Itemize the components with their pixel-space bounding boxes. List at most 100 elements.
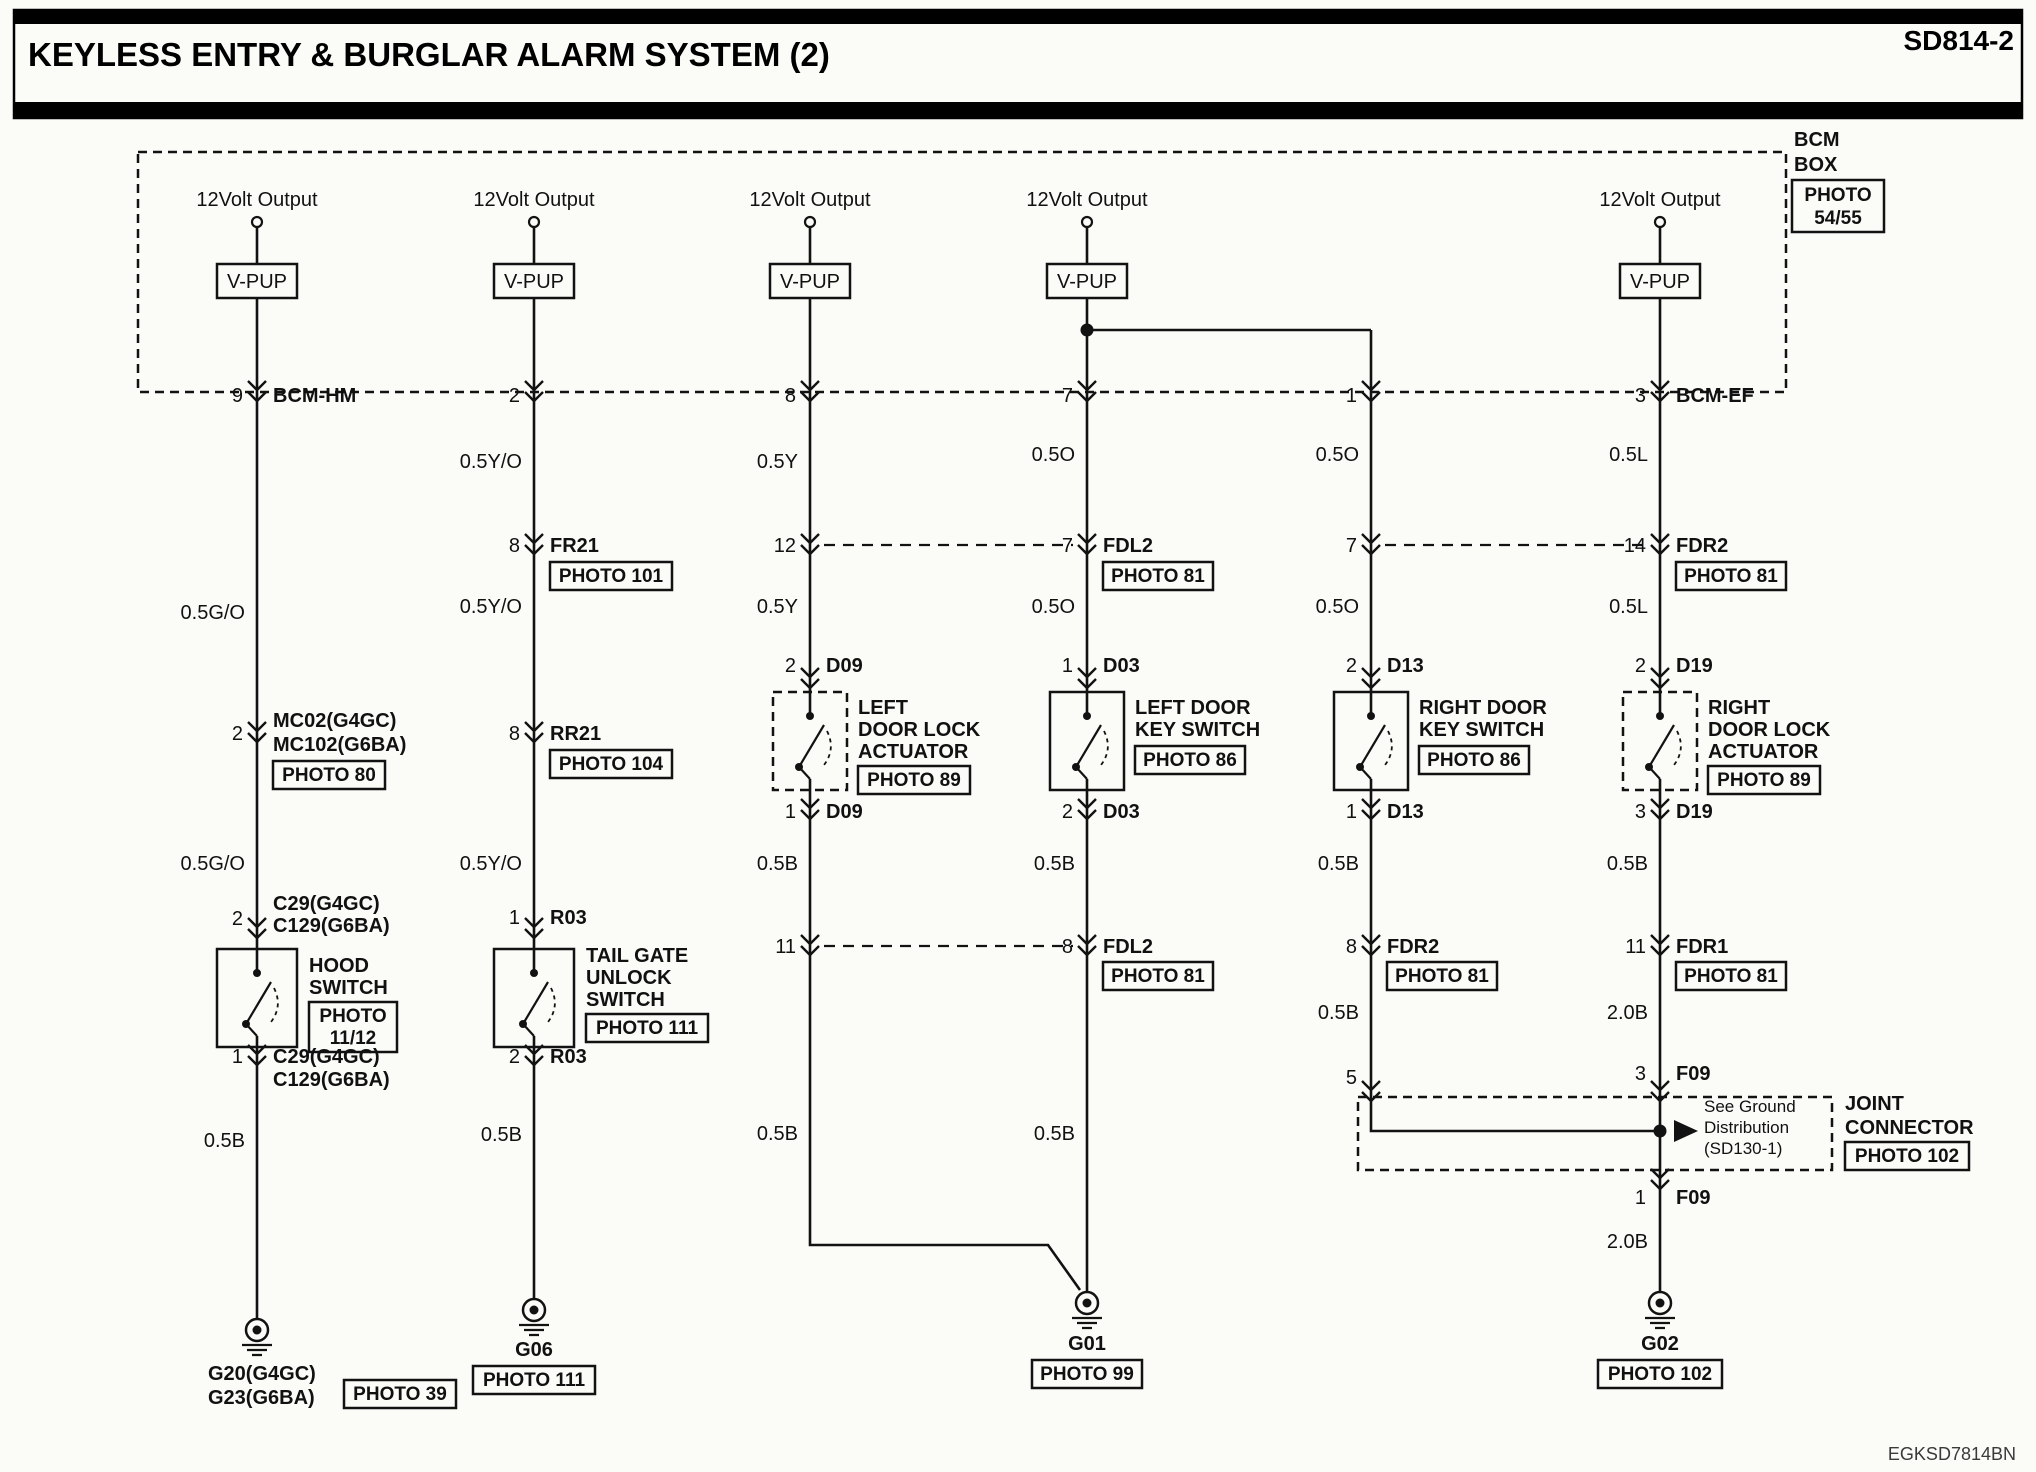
wire-color-label: 0.5Y [757, 596, 798, 618]
circuit-5-right-key-switch: 1 0.5O 7 0.5O 2 D13 RIGHT DOOR KEY SWITC… [1316, 385, 1548, 1089]
connector-name: R03 [550, 1046, 587, 1068]
pin-number: 1 [1635, 1187, 1646, 1209]
joint-connector-outline [1356, 1095, 1834, 1172]
wire-color-label: 0.5G/O [181, 853, 245, 875]
component-name: CONNECTOR [1845, 1117, 1974, 1139]
photo-ref: PHOTO 104 [559, 754, 664, 775]
connector-name: FDR2 [1676, 535, 1728, 557]
pin-number: 2 [1062, 801, 1073, 823]
component-name: UNLOCK [586, 967, 672, 989]
ground-name: G06 [515, 1339, 553, 1361]
branch-col4-to-col5 [1080, 323, 1371, 337]
pin-number: 7 [1346, 535, 1357, 557]
wire-color-label: 0.5L [1609, 444, 1648, 466]
photo-ref: PHOTO 81 [1111, 566, 1205, 587]
wire-color-label: 0.5G/O [181, 602, 245, 624]
connector-name: FR21 [550, 535, 599, 557]
pin-number: 3 [1635, 385, 1646, 407]
photo-ref-box [471, 1364, 597, 1396]
ground-distribution-note: Distribution [1704, 1118, 1789, 1137]
photo-ref-box [1101, 960, 1215, 992]
component-name: LEFT [858, 697, 908, 719]
header-bottom-bar [14, 102, 2022, 118]
bcm-photo-box [1790, 178, 1886, 234]
pin-number: 1 [1346, 801, 1357, 823]
photo-ref: PHOTO 81 [1111, 966, 1205, 987]
component-name: JOINT [1845, 1093, 1904, 1115]
wire-color-label: 0.5O [1316, 444, 1359, 466]
pin-number: 14 [1624, 535, 1646, 557]
pin-number: 2 [1346, 655, 1357, 677]
wire-color-label: 0.5B [1034, 853, 1075, 875]
bcm-label-line1: BCM [1794, 129, 1840, 151]
photo-ref-box [1101, 560, 1215, 592]
photo-ref-box [1385, 960, 1499, 992]
pin-number: 9 [232, 385, 243, 407]
connector-name: D19 [1676, 655, 1713, 677]
page-title: KEYLESS ENTRY & BURGLAR ALARM SYSTEM (2) [28, 36, 830, 73]
header: KEYLESS ENTRY & BURGLAR ALARM SYSTEM (2)… [12, 8, 2024, 120]
pin-number: 8 [509, 723, 520, 745]
circuit-2-tailgate: 2 0.5Y/O 8 FR21 PHOTO 101 0.5Y/O 8 RR21 … [460, 385, 710, 1396]
pin-number: 1 [509, 907, 520, 929]
pin-number: 2 [232, 908, 243, 930]
supply-head-1 [195, 187, 320, 394]
photo-ref-box [307, 1000, 399, 1054]
document-id: EGKSD7814BN [1888, 1444, 2016, 1464]
pin-number: 8 [1062, 936, 1073, 958]
joint-connector: See Ground Distribution (SD130-1) JOINT … [1356, 1093, 1974, 1172]
pin-number: 2 [1635, 655, 1646, 677]
pin-number: 11 [775, 936, 796, 958]
bcm-dashed-outline [136, 150, 1788, 394]
photo-ref-box [271, 759, 387, 791]
connector-name: C29(G4GC) [273, 893, 380, 915]
pin-number: 8 [785, 385, 796, 407]
connector-name: C129(G6BA) [273, 915, 390, 937]
component-name: RIGHT [1708, 697, 1770, 719]
pin-number: 5 [1346, 1067, 1357, 1089]
ground-icon [1070, 1290, 1104, 1330]
photo-ref-box [1843, 1140, 1971, 1172]
photo-ref: PHOTO 81 [1684, 966, 1778, 987]
circuit-1-hood-switch: 9 BCM-HM 0.5G/O 2 MC02(G4GC) MC102(G6BA)… [181, 385, 458, 1410]
junction-dot [1080, 323, 1094, 337]
connector-name: D13 [1387, 801, 1424, 823]
wire-color-label: 0.5O [1032, 444, 1075, 466]
wire-color-label: 2.0B [1607, 1231, 1648, 1253]
connector-name: FDL2 [1103, 535, 1153, 557]
pin-number: 3 [1635, 1063, 1646, 1085]
supply-head-3 [748, 187, 873, 394]
supply-head-2 [472, 187, 597, 394]
photo-ref-box [342, 1378, 458, 1410]
diagram-code: SD814-2 [1903, 25, 2014, 56]
photo-ref-box [1030, 1358, 1144, 1390]
component-name: RIGHT DOOR [1419, 697, 1547, 719]
connector-name: D09 [826, 801, 863, 823]
wire-color-label: 0.5B [1034, 1123, 1075, 1145]
connector-name: FDR1 [1676, 936, 1728, 958]
switch-symbol [517, 947, 557, 1049]
pin-number: 8 [1346, 936, 1357, 958]
photo-ref: PHOTO 39 [353, 1384, 447, 1405]
connector-link-dashes [824, 543, 1646, 948]
connector-name: FDL2 [1103, 936, 1153, 958]
pin-number: 1 [1346, 385, 1357, 407]
ground-icon [1643, 1290, 1677, 1330]
photo-ref: PHOTO 81 [1395, 966, 1489, 987]
connector-name: D13 [1387, 655, 1424, 677]
photo-ref-box [1674, 560, 1788, 592]
ground-distribution-note: (SD130-1) [1704, 1139, 1782, 1158]
connector-name: R03 [550, 907, 587, 929]
connector-name: F09 [1676, 1187, 1710, 1209]
pin-number: 2 [232, 723, 243, 745]
junction-dot [1653, 1124, 1667, 1138]
component-name: HOOD [309, 955, 369, 977]
connector-name: F09 [1676, 1063, 1710, 1085]
connector-name: C129(G6BA) [273, 1069, 390, 1091]
photo-ref: PHOTO [319, 1006, 386, 1027]
wire-color-label: 0.5Y/O [460, 596, 522, 618]
wires [255, 330, 1662, 1319]
footer: EGKSD7814BN [1888, 1444, 2016, 1464]
bcm-label-line2: BOX [1794, 154, 1838, 176]
